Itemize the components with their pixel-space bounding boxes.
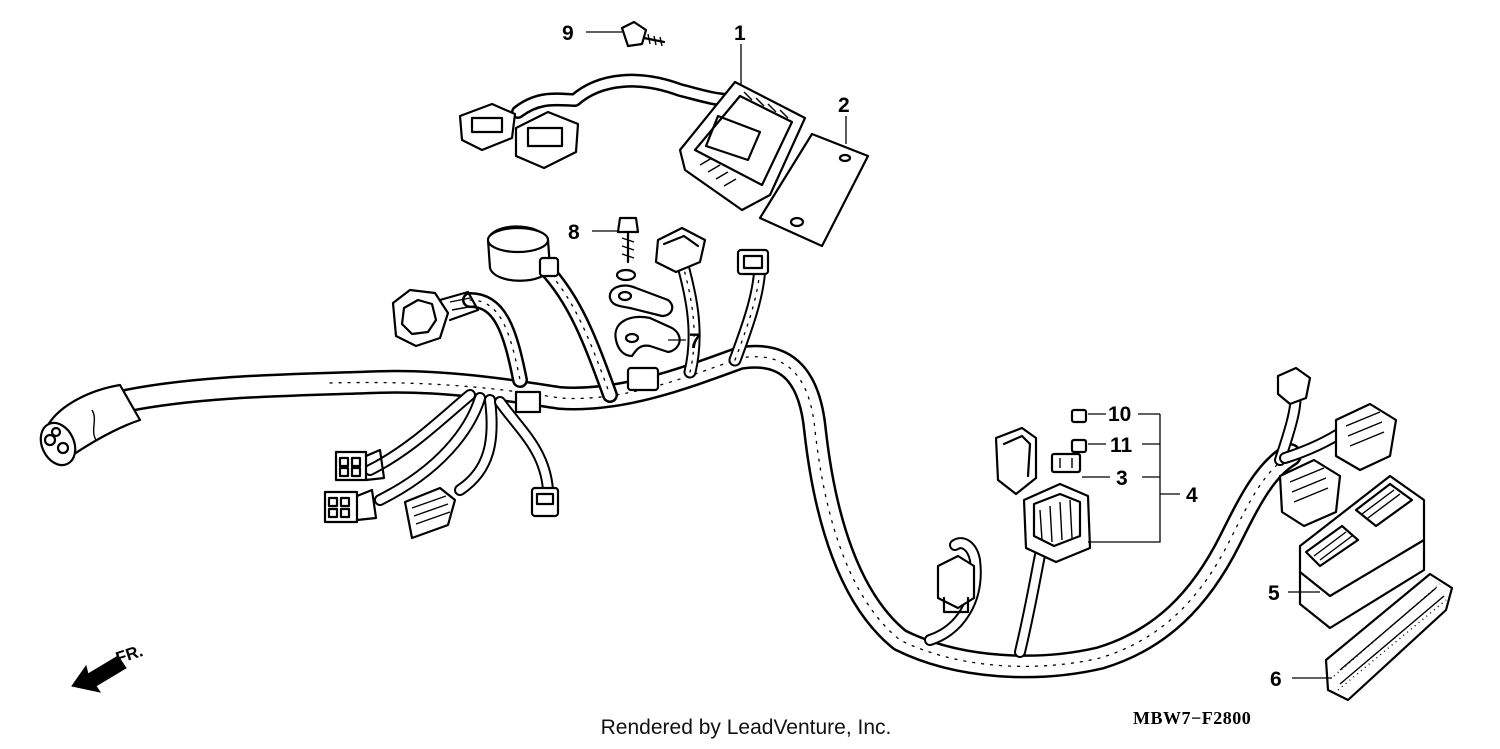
callout-3: 3 — [1116, 467, 1128, 490]
callout-2: 2 — [838, 94, 850, 117]
arrow-icon — [71, 655, 127, 693]
bolt-8 — [615, 216, 640, 282]
fuse-10 — [1070, 408, 1088, 424]
fuse-box-4 — [994, 426, 1092, 564]
main-wire-harness — [108, 248, 1351, 679]
bolt-9 — [620, 20, 666, 48]
leader-lines — [586, 31, 1332, 679]
diagram-code: MBW7−F2800 — [1133, 708, 1252, 728]
regulator-1 — [458, 73, 807, 212]
callout-11: 11 — [1110, 434, 1133, 457]
callout-8: 8 — [568, 221, 580, 244]
callout-7: 7 — [689, 330, 701, 353]
credit-text: Rendered by LeadVenture, Inc. — [600, 716, 892, 739]
callout-6: 6 — [1270, 668, 1282, 691]
switch-connector — [936, 554, 976, 614]
callout-10: 10 — [1108, 403, 1131, 426]
callout-9: 9 — [562, 22, 574, 45]
upper-middle-connectors — [626, 226, 770, 392]
front-direction-arrow: FR. — [71, 641, 145, 693]
hex-connector — [391, 288, 480, 348]
round-connector-left — [39, 383, 142, 467]
clamp-7 — [608, 284, 681, 358]
small-connectors-left — [323, 390, 560, 540]
callout-numbers: 9 1 2 8 7 10 11 3 4 5 6 — [562, 22, 1282, 691]
round-sensor — [486, 225, 560, 282]
right-connectors — [1276, 366, 1398, 528]
direction-label: FR. — [113, 641, 145, 668]
plate-2 — [758, 132, 870, 248]
fuse-11 — [1070, 438, 1088, 454]
ecu-5 — [1298, 474, 1426, 630]
callout-5: 5 — [1268, 582, 1280, 605]
callout-1: 1 — [734, 22, 746, 45]
rubber-mount-6 — [1324, 572, 1454, 702]
callout-4: 4 — [1186, 484, 1198, 507]
fuse-3 — [1050, 452, 1082, 474]
